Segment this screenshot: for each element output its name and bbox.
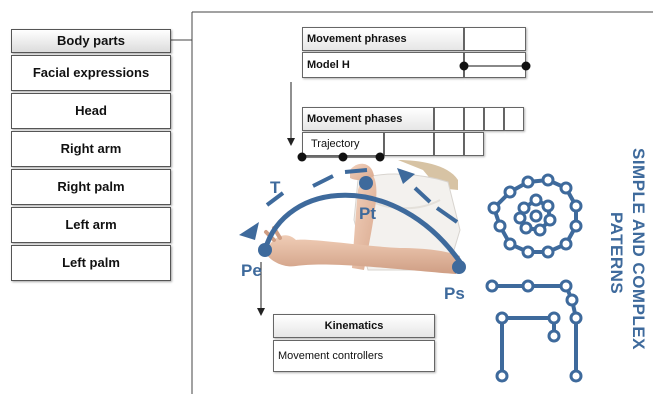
model-h-row: Model H [302,52,464,78]
side-title-line2: PATERNS [606,212,626,294]
kinematics-header: Kinematics [273,314,435,338]
body-parts-header: Body parts [11,29,171,53]
body-part-label: Facial expressions [12,56,170,90]
body-part-label: Right palm [12,170,170,204]
movement-phases-header: Movement phases [302,107,434,131]
patterns-graphic [476,168,596,388]
movement-phrases-header: Movement phrases [302,27,464,51]
trajectory-label: Trajectory [311,138,360,150]
kinematics-label: Kinematics [325,320,384,332]
body-part-label: Left arm [12,208,170,242]
arc-label-pt: Pt [359,204,376,224]
movement-phrases-label: Movement phrases [307,33,407,45]
body-part-head: Head [11,93,171,129]
body-part-facial-expressions: Facial expressions [11,55,171,91]
phase-cell-4 [504,107,524,131]
phase-cell-1 [434,107,464,131]
body-part-right-arm: Right arm [11,131,171,167]
movement-controllers-label: Movement controllers [278,350,383,362]
body-part-right-palm: Right palm [11,169,171,205]
body-parts-header-label: Body parts [12,30,170,52]
phase-cell-2 [464,107,484,131]
movement-phrases-empty-cell [464,27,526,51]
arc-label-ps: Ps [444,284,465,304]
body-part-left-arm: Left arm [11,207,171,243]
body-part-label: Left palm [12,246,170,280]
body-part-label: Right arm [12,132,170,166]
body-part-label: Head [12,94,170,128]
movement-controllers-row: Movement controllers [273,340,435,372]
arc-label-pe: Pe [241,261,262,281]
phase-cell-3 [484,107,504,131]
arc-label-t: T [270,178,280,198]
movement-phases-label: Movement phases [307,113,402,125]
side-title-line1: SIMPLE AND COMPLEX [628,148,648,350]
model-h-label: Model H [307,59,350,71]
model-h-dots [458,57,538,77]
body-part-left-palm: Left palm [11,245,171,281]
